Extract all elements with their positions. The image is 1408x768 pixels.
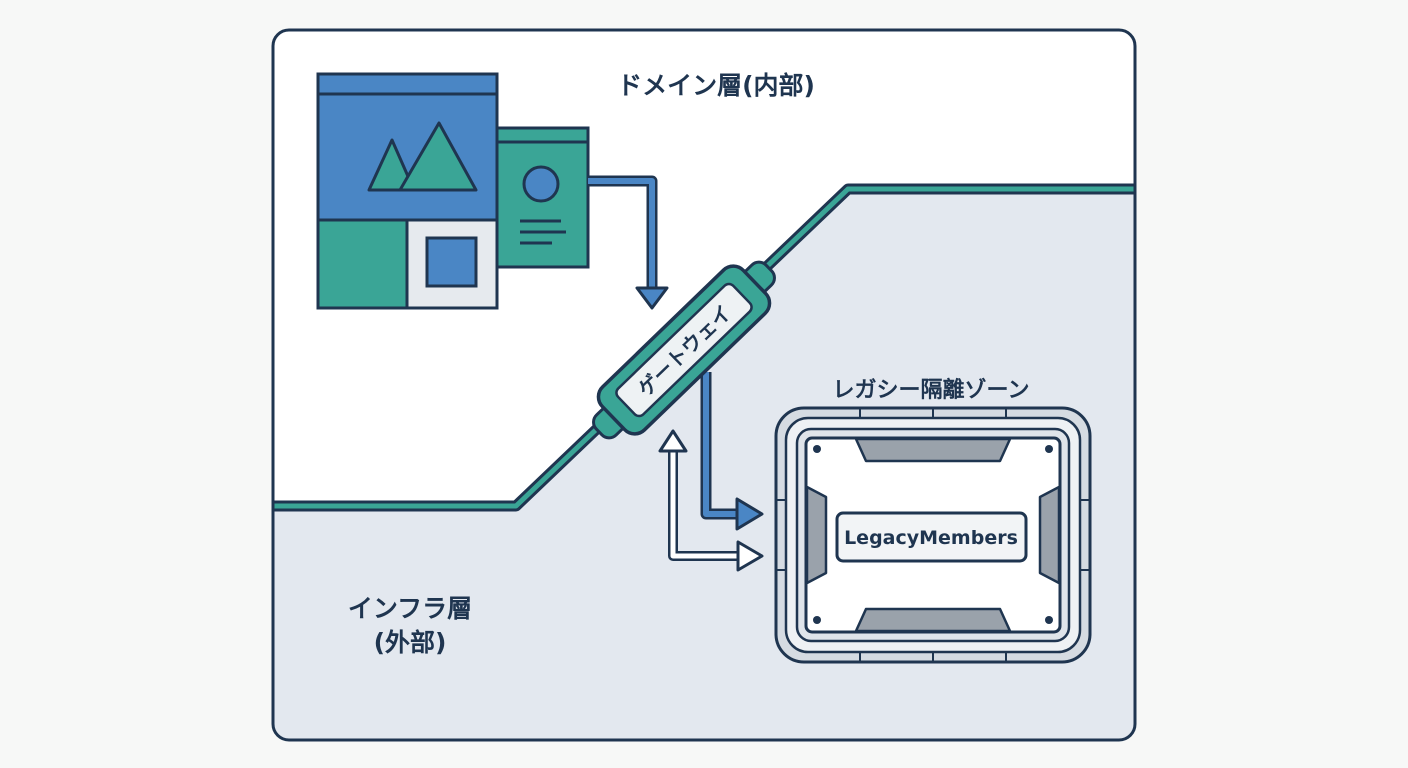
window-with-mountain-icon	[316, 72, 499, 310]
infra-layer-label-sub: (外部)	[374, 628, 447, 657]
arrow-gateway-to-legacy	[700, 372, 764, 531]
legacy-zone-label: レガシー隔離ゾーン	[833, 377, 1030, 403]
profile-card-icon	[495, 126, 590, 269]
armored-container-icon	[774, 406, 1092, 664]
gateway-capsule: ゲートウェイ	[592, 260, 776, 440]
diagram-frame-border	[271, 28, 1137, 742]
legacy-members-label: LegacyMembers	[844, 527, 1018, 549]
arrow-domain-to-gateway	[588, 175, 669, 310]
infra-layer-label: インフラ層	[348, 594, 472, 623]
domain-layer-label: ドメイン層(内部)	[617, 71, 815, 100]
arrow-legacy-to-gateway	[658, 429, 764, 572]
